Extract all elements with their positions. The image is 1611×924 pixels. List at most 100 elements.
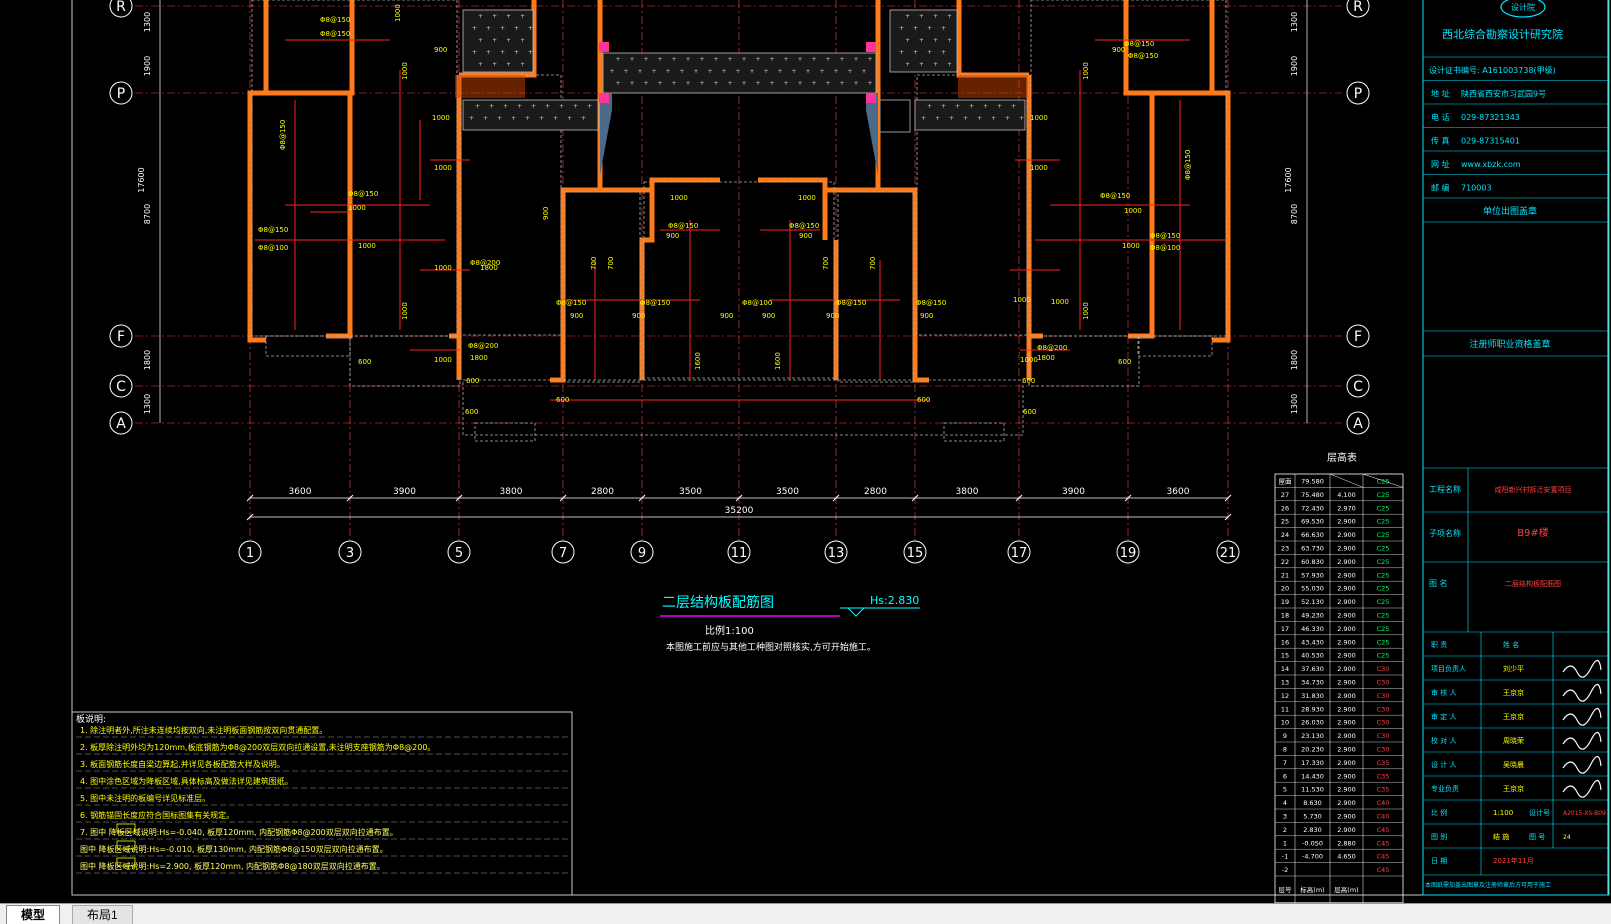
floor-table-cell: 14: [1281, 665, 1289, 673]
floor-table-cell: 2.900: [1337, 558, 1356, 566]
hatch-mark: +: [708, 68, 713, 75]
hatch-mark: +: [624, 68, 629, 75]
title-block: 设计院西北综合勘察设计研究院设计证书编号: A161003738(甲级)地 址陕…: [1423, 0, 1609, 889]
tab-layout1[interactable]: 布局1: [72, 905, 133, 924]
hatch-mark: +: [472, 25, 477, 32]
hatch-mark: +: [652, 68, 657, 75]
rebar-label: 1000: [1030, 114, 1048, 122]
rebar-label: 900: [799, 232, 812, 240]
hatch-mark: +: [742, 56, 747, 63]
floor-table-cell: 31.830: [1301, 692, 1324, 700]
floor-table-cell: 1: [1283, 839, 1287, 847]
grid-label-col: 9: [638, 546, 646, 561]
rebar-label: 600: [1118, 358, 1131, 366]
floor-table-cell: 52.130: [1301, 598, 1324, 606]
floor-table-cell: C30: [1377, 719, 1390, 727]
rebar-label: Φ8@100: [258, 244, 288, 252]
role-signature: [1562, 779, 1602, 798]
rebar-label: 700: [590, 257, 598, 270]
role-signature: [1562, 707, 1602, 726]
notes-list: 1. 除注明者外,所注未连续均按双向,未注明板面钢筋按双向贯通配置。2. 板厚除…: [76, 725, 568, 874]
grid-label-col: 1: [246, 546, 254, 561]
floor-table-cell: C30: [1377, 679, 1390, 687]
beam-outline: [251, 0, 458, 337]
shear-wall: [1123, 0, 1215, 96]
role-name: 姓 名: [1503, 640, 1519, 649]
rebar-label: Φ8@200: [470, 259, 500, 267]
hatch-mark: +: [840, 80, 845, 87]
floor-table-cell: 12: [1281, 692, 1289, 700]
floor-table-title: 层高表: [1327, 451, 1357, 464]
floor-table-cell: 75.480: [1301, 491, 1324, 499]
shear-wall: [822, 187, 929, 383]
hatch-mark: +: [935, 115, 940, 122]
floor-table-cell: 72.430: [1301, 504, 1324, 512]
hatch-mark: +: [820, 68, 825, 75]
side-dim: 1300: [1290, 394, 1299, 414]
hatch-mark: +: [666, 68, 671, 75]
rebar-label: 900: [920, 312, 933, 320]
sheet-frame: [71, 0, 1609, 896]
grid-label-row-right: R: [1353, 0, 1363, 15]
tb-date-label: 日 期: [1431, 857, 1447, 865]
floor-table-cell: 2.900: [1337, 518, 1356, 526]
dim-tick: [246, 494, 254, 502]
hatch-mark: +: [531, 103, 536, 110]
rebar-label: 600: [1023, 408, 1036, 416]
hatch-mark: +: [714, 56, 719, 63]
hatch-mark: +: [770, 56, 775, 63]
grid-bubble-col: [551, 540, 575, 564]
span-dim: 3800: [500, 487, 523, 497]
hatch-mark: +: [573, 103, 578, 110]
floor-table-cell: 18: [1281, 612, 1289, 620]
grid-label-row-right: F: [1354, 329, 1362, 345]
beam-outline: [564, 191, 641, 383]
tab-model[interactable]: 模型: [6, 905, 61, 924]
floor-table-cell: 2.970: [1337, 504, 1356, 512]
rebar-label: 1000: [1082, 302, 1090, 320]
floor-table-cell: 17: [1281, 625, 1289, 633]
hatch-mark: +: [528, 49, 533, 56]
floor-table-cell: 2.900: [1337, 759, 1356, 767]
grid-bubble-row-right: [1346, 81, 1370, 105]
floor-table-footer: 层号: [1279, 886, 1293, 894]
rebar-label: Φ8@150: [916, 299, 946, 307]
floor-table-cell: C45: [1377, 853, 1390, 861]
floor-table-cell: C35: [1377, 759, 1390, 767]
rebar-label: 1800: [1037, 354, 1055, 362]
floor-table-cell: 2.900: [1337, 652, 1356, 660]
rebar-label: Φ8@150: [640, 299, 670, 307]
grid-bubble-col: [1116, 540, 1140, 564]
rebar-label: Φ8@150: [789, 222, 819, 230]
rebar-label: 1000: [1124, 207, 1142, 215]
hatch-mark: +: [478, 61, 483, 68]
rebar-label: 1000: [1082, 62, 1090, 80]
floor-table-cell: 2.900: [1337, 612, 1356, 620]
floor-table-cell: 19: [1281, 598, 1289, 606]
rebar-label: 900: [542, 207, 550, 220]
role-title: 设 计 人: [1431, 760, 1456, 769]
floor-table-cell: 21: [1281, 571, 1289, 579]
span-dim: 3800: [956, 487, 979, 497]
rebar-label: 1000: [1030, 164, 1048, 172]
floor-table-cell: 11: [1281, 705, 1289, 713]
floor-table-cell: 11.530: [1301, 786, 1324, 794]
hatch-mark: +: [483, 115, 488, 122]
hatch-mark: +: [506, 13, 511, 20]
rebar-label: Φ8@150: [320, 30, 350, 38]
rebar-label: 900: [570, 312, 583, 320]
rebar-label: 1000: [1122, 242, 1140, 250]
grid-label-col: 21: [1220, 546, 1237, 561]
hatch-mark: +: [947, 61, 952, 68]
floor-table-cell: 23.130: [1301, 732, 1324, 740]
floor-table-cell: C30: [1377, 732, 1390, 740]
hatch-mark: +: [469, 115, 474, 122]
tb-label: 地 址: [1431, 89, 1450, 99]
rebar-label: Φ8@150: [1100, 192, 1130, 200]
floor-table-cell: 43.430: [1301, 638, 1324, 646]
floor-table-cell: 2.900: [1337, 571, 1356, 579]
